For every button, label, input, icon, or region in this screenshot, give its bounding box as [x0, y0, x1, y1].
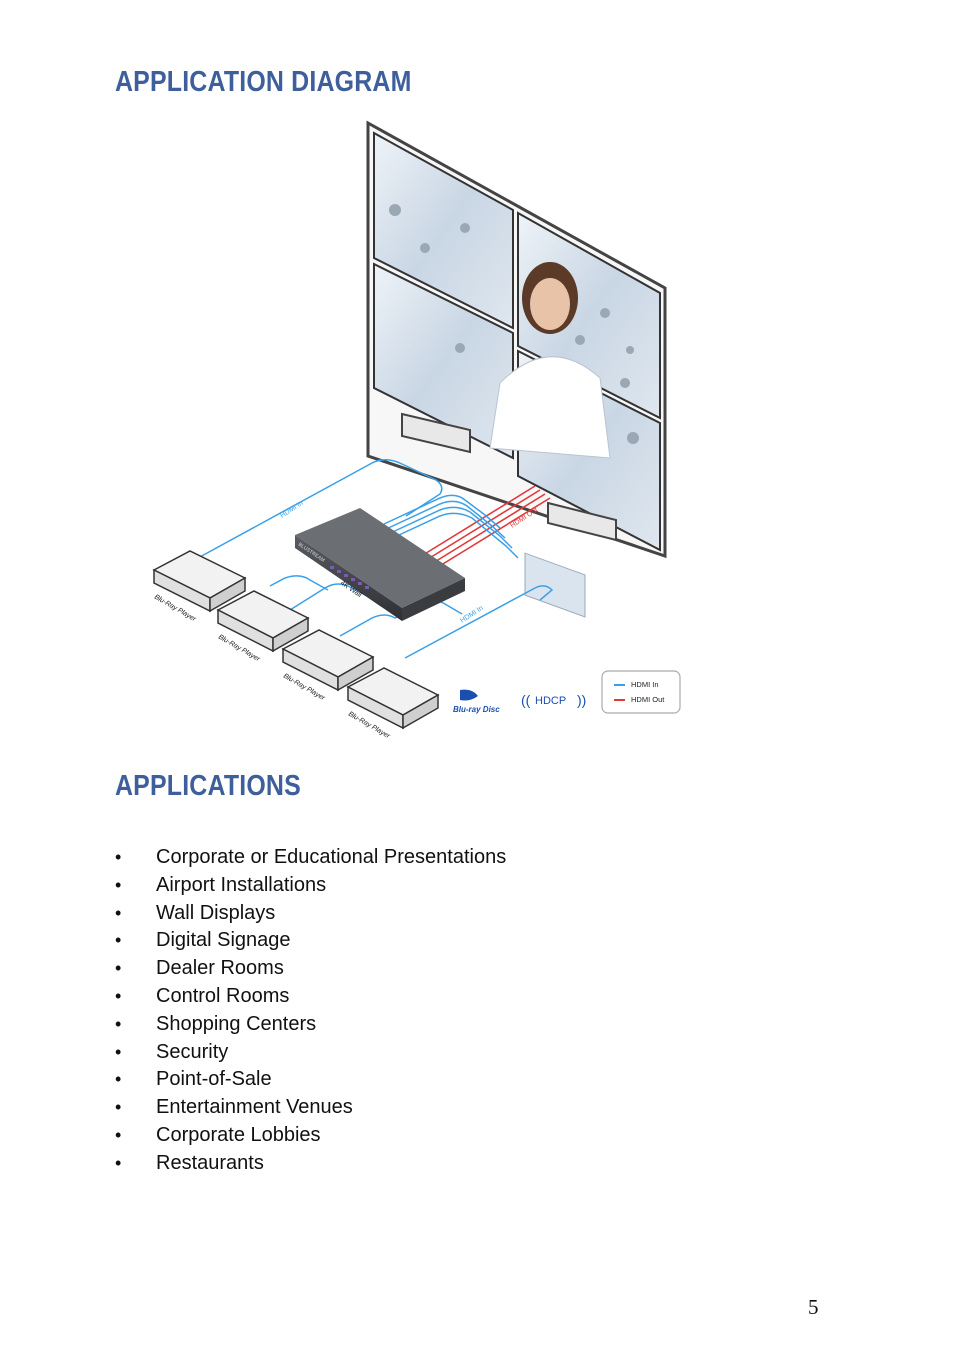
legend: HDMI In HDMI Out	[601, 670, 681, 714]
contact-avatars	[389, 204, 639, 444]
page-number: 5	[808, 1295, 819, 1319]
legend-hdmi-in: HDMI In	[631, 680, 659, 689]
application-diagram: HDMI Out HDMI In HDMI In BLUSTREAM 4K Wa…	[152, 120, 681, 738]
hdmi-in-label-top: HDMI In	[279, 500, 304, 520]
list-item: •Point-of-Sale	[115, 1066, 506, 1094]
applications-heading: APPLICATIONS	[115, 770, 301, 802]
list-item: •Digital Signage	[115, 927, 506, 955]
list-item: •Dealer Rooms	[115, 955, 506, 983]
hdmi-out-label: HDMI Out	[509, 507, 539, 530]
svg-text:Blu-ray Disc: Blu-ray Disc	[453, 705, 500, 714]
applications-list: •Corporate or Educational Presentations …	[115, 844, 506, 1178]
bullet: •	[115, 1069, 122, 1090]
legend-hdmi-out: HDMI Out	[631, 695, 665, 704]
screen-top-left	[373, 131, 514, 330]
list-item: •Corporate or Educational Presentations	[115, 844, 506, 872]
bluray-logo: Blu-ray Disc	[453, 689, 500, 714]
list-item: •Shopping Centers	[115, 1011, 506, 1039]
list-item: •Restaurants	[115, 1150, 506, 1178]
bullet: •	[115, 902, 122, 923]
bullet: •	[115, 1124, 122, 1145]
bullet: •	[115, 1041, 122, 1062]
list-item: •Security	[115, 1039, 506, 1067]
list-item: •Airport Installations	[115, 872, 506, 900]
bullet: •	[115, 930, 122, 951]
bullet: •	[115, 985, 122, 1006]
bullet: •	[115, 847, 122, 867]
video-wall	[366, 120, 667, 618]
matrix-device: BLUSTREAM 4K Wall	[295, 508, 465, 621]
svg-text:HDCP: HDCP	[535, 695, 566, 707]
hdcp-logo: (( HDCP ))	[521, 692, 586, 708]
list-item: •Control Rooms	[115, 983, 506, 1011]
svg-text:((: ((	[521, 692, 531, 708]
hdmi-out-cables	[409, 485, 551, 576]
list-item: •Corporate Lobbies	[115, 1122, 506, 1150]
bullet: •	[115, 874, 122, 895]
bullet: •	[115, 958, 122, 979]
bullet: •	[115, 1013, 122, 1034]
application-diagram-heading: APPLICATION DIAGRAM	[115, 66, 412, 98]
list-item: •Wall Displays	[115, 900, 506, 928]
bullet: •	[115, 1152, 122, 1173]
bluray-player-1: Blu-Ray Player	[152, 550, 247, 623]
bullet: •	[115, 1097, 122, 1118]
list-item: •Entertainment Venues	[115, 1094, 506, 1122]
presenter-image	[489, 262, 611, 618]
bluray-player-4: Blu-Ray Player	[346, 667, 440, 738]
screen-bottom-left	[373, 262, 514, 460]
svg-text:)): ))	[577, 692, 586, 708]
